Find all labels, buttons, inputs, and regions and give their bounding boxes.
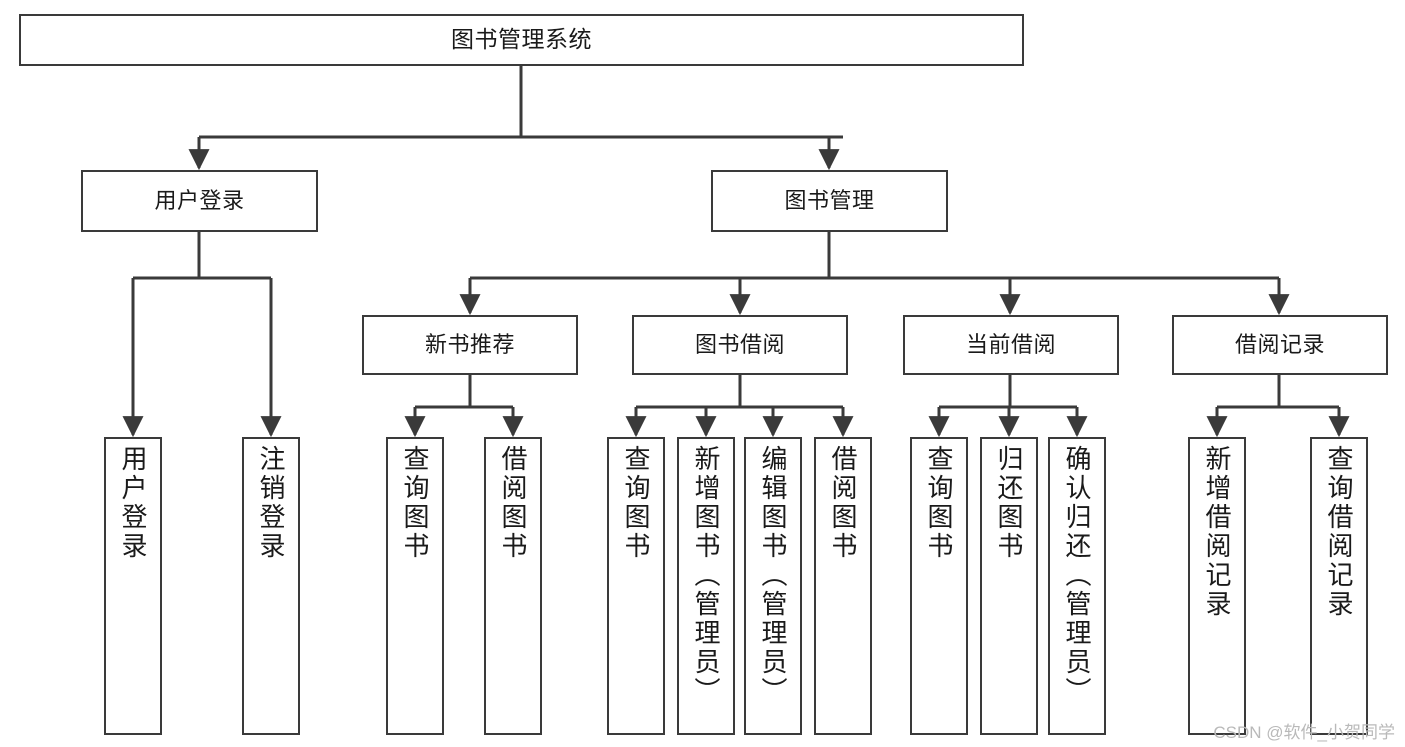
leaf-current-return-book[interactable]: 归还图书 <box>980 437 1038 735</box>
node-book-borrow[interactable]: 图书借阅 <box>632 315 848 375</box>
node-book-management[interactable]: 图书管理 <box>711 170 948 232</box>
leaf-label: 归还图书 <box>994 445 1024 561</box>
leaf-label: 注销登录 <box>256 445 286 561</box>
leaf-record-add[interactable]: 新增借阅记录 <box>1188 437 1246 735</box>
leaf-user-login-login[interactable]: 用户登录 <box>104 437 162 735</box>
leaf-borrow-borrow-book[interactable]: 借阅图书 <box>814 437 872 735</box>
node-root[interactable]: 图书管理系统 <box>19 14 1024 66</box>
leaf-borrow-add-book[interactable]: 新增图书（管理员） <box>677 437 735 735</box>
node-book-management-label: 图书管理 <box>784 187 875 213</box>
node-new-book-recommend[interactable]: 新书推荐 <box>362 315 578 375</box>
leaf-label: 查询图书 <box>924 445 954 561</box>
leaf-new-book-query[interactable]: 查询图书 <box>386 437 444 735</box>
leaf-label: 用户登录 <box>118 445 148 561</box>
leaf-label: 编辑图书（管理员） <box>758 445 788 706</box>
node-user-login-label: 用户登录 <box>154 187 245 213</box>
leaf-label: 新增借阅记录 <box>1202 445 1232 619</box>
leaf-label: 查询图书 <box>400 445 430 561</box>
leaf-current-query-book[interactable]: 查询图书 <box>910 437 968 735</box>
leaf-new-book-borrow[interactable]: 借阅图书 <box>484 437 542 735</box>
leaf-label: 借阅图书 <box>498 445 528 561</box>
node-current-borrow[interactable]: 当前借阅 <box>903 315 1119 375</box>
node-new-book-recommend-label: 新书推荐 <box>424 331 515 357</box>
leaf-label: 借阅图书 <box>828 445 858 561</box>
leaf-borrow-edit-book[interactable]: 编辑图书（管理员） <box>744 437 802 735</box>
node-user-login[interactable]: 用户登录 <box>81 170 318 232</box>
node-book-borrow-label: 图书借阅 <box>694 331 785 357</box>
leaf-record-query[interactable]: 查询借阅记录 <box>1310 437 1368 735</box>
leaf-label: 确认归还（管理员） <box>1062 445 1092 706</box>
leaf-borrow-query-book[interactable]: 查询图书 <box>607 437 665 735</box>
csdn-watermark: CSDN @软件_小贺同学 <box>1213 723 1395 742</box>
leaf-user-login-logout[interactable]: 注销登录 <box>242 437 300 735</box>
leaf-current-confirm-return[interactable]: 确认归还（管理员） <box>1048 437 1106 735</box>
node-borrow-record-label: 借阅记录 <box>1234 331 1325 357</box>
node-root-label: 图书管理系统 <box>451 26 592 53</box>
leaf-label: 查询借阅记录 <box>1324 445 1354 619</box>
node-borrow-record[interactable]: 借阅记录 <box>1172 315 1388 375</box>
node-current-borrow-label: 当前借阅 <box>965 331 1056 357</box>
leaf-label: 查询图书 <box>621 445 651 561</box>
leaf-label: 新增图书（管理员） <box>691 445 721 706</box>
